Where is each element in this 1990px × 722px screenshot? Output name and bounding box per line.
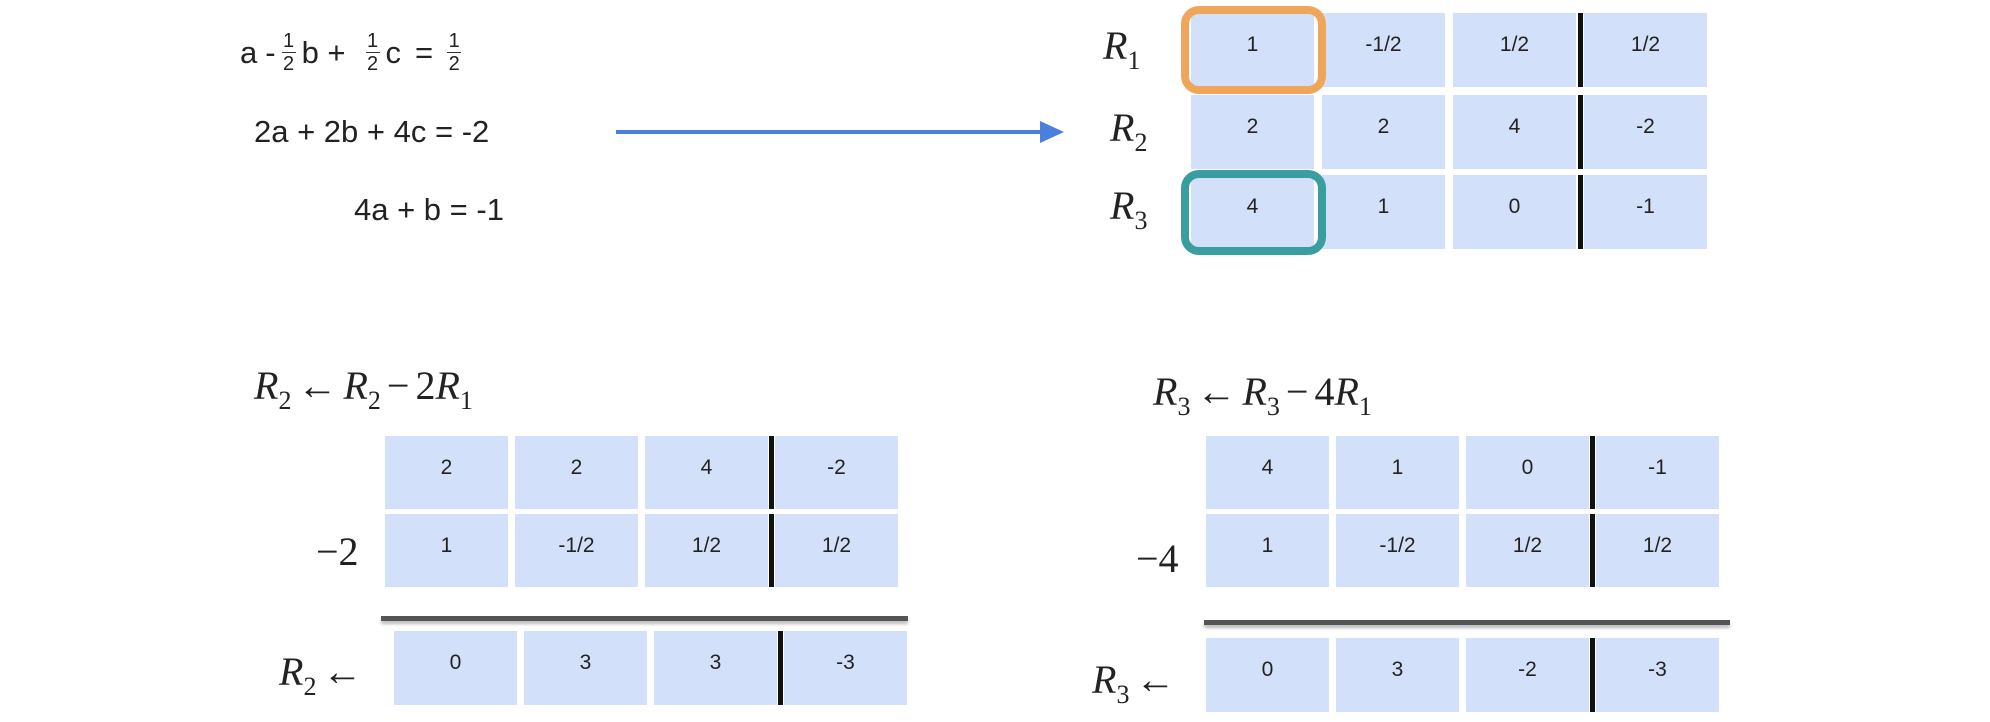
matrix-cell: 1/2 (1453, 13, 1576, 87)
matrix-cell: 1/2 (1584, 13, 1707, 87)
right-arrow-icon (616, 121, 1064, 143)
multiplier-left: −2 (316, 529, 359, 574)
eq1-term-b: b + (301, 34, 346, 70)
augment-divider (1577, 13, 1583, 87)
matrix-cell: 0 (1466, 436, 1589, 509)
row-label-r1: R1 (1103, 23, 1141, 75)
eq1-term-c: c (385, 34, 402, 70)
augment-divider (1590, 436, 1595, 509)
augment-divider (778, 631, 783, 705)
matrix-cell: 4 (645, 436, 768, 509)
result-label-right: R3← (1092, 657, 1176, 709)
matrix-cell: -3 (1596, 638, 1719, 712)
matrix-cell: 4 (1206, 436, 1329, 509)
augment-divider (1577, 95, 1583, 169)
augment-divider (1577, 175, 1583, 249)
matrix-cell: -2 (1584, 95, 1707, 169)
sum-rule (1204, 620, 1730, 625)
matrix-cell: 1/2 (645, 514, 768, 587)
target-highlight (1181, 170, 1326, 255)
row-label-r2: R2 (1110, 105, 1148, 157)
matrix-cell: 2 (1191, 95, 1314, 169)
matrix-cell: -2 (1466, 638, 1589, 712)
eq1-equals: = (415, 34, 434, 70)
matrix-cell: 1/2 (775, 514, 898, 587)
matrix-cell: 3 (654, 631, 777, 705)
operation-r2: R2←R2−2R1 (254, 363, 473, 415)
matrix-cell: 2 (1322, 95, 1445, 169)
matrix-cell: -1 (1596, 436, 1719, 509)
matrix-cell: 4 (1453, 95, 1576, 169)
augment-divider (769, 514, 774, 587)
matrix-cell: -1 (1584, 175, 1707, 249)
multiplier-right: −4 (1136, 536, 1179, 581)
matrix-cell: 1 (1322, 175, 1445, 249)
pivot-highlight (1181, 6, 1326, 94)
matrix-cell: -3 (784, 631, 907, 705)
matrix-cell: 1/2 (1466, 514, 1589, 587)
matrix-cell: 0 (394, 631, 517, 705)
matrix-cell: 3 (524, 631, 647, 705)
matrix-cell: 0 (1453, 175, 1576, 249)
eq1-term-a: a (240, 34, 258, 70)
matrix-cell: -2 (775, 436, 898, 509)
equation-3: 4a + b = -1 (354, 192, 504, 227)
matrix-cell: -1/2 (515, 514, 638, 587)
augment-divider (1590, 514, 1595, 587)
row-label-r3: R3 (1110, 183, 1148, 235)
eq1-minus: - (265, 34, 276, 70)
operation-r3: R3←R3−4R1 (1153, 369, 1372, 421)
equation-2: 2a + 2b + 4c = -2 (254, 114, 490, 149)
matrix-cell: 1/2 (1596, 514, 1719, 587)
augment-divider (769, 436, 774, 509)
matrix-cell: -1/2 (1336, 514, 1459, 587)
sum-rule (381, 616, 908, 621)
matrix-cell: 1 (385, 514, 508, 587)
matrix-cell: 3 (1336, 638, 1459, 712)
result-label-left: R2← (279, 649, 363, 701)
matrix-cell: 2 (385, 436, 508, 509)
matrix-cell: 2 (515, 436, 638, 509)
matrix-cell: 1 (1191, 13, 1314, 87)
matrix-cell: 0 (1206, 638, 1329, 712)
matrix-cell: 1 (1336, 436, 1459, 509)
augment-divider (1590, 638, 1595, 712)
matrix-cell: -1/2 (1322, 13, 1445, 87)
matrix-cell: 4 (1191, 175, 1314, 249)
matrix-cell: 1 (1206, 514, 1329, 587)
